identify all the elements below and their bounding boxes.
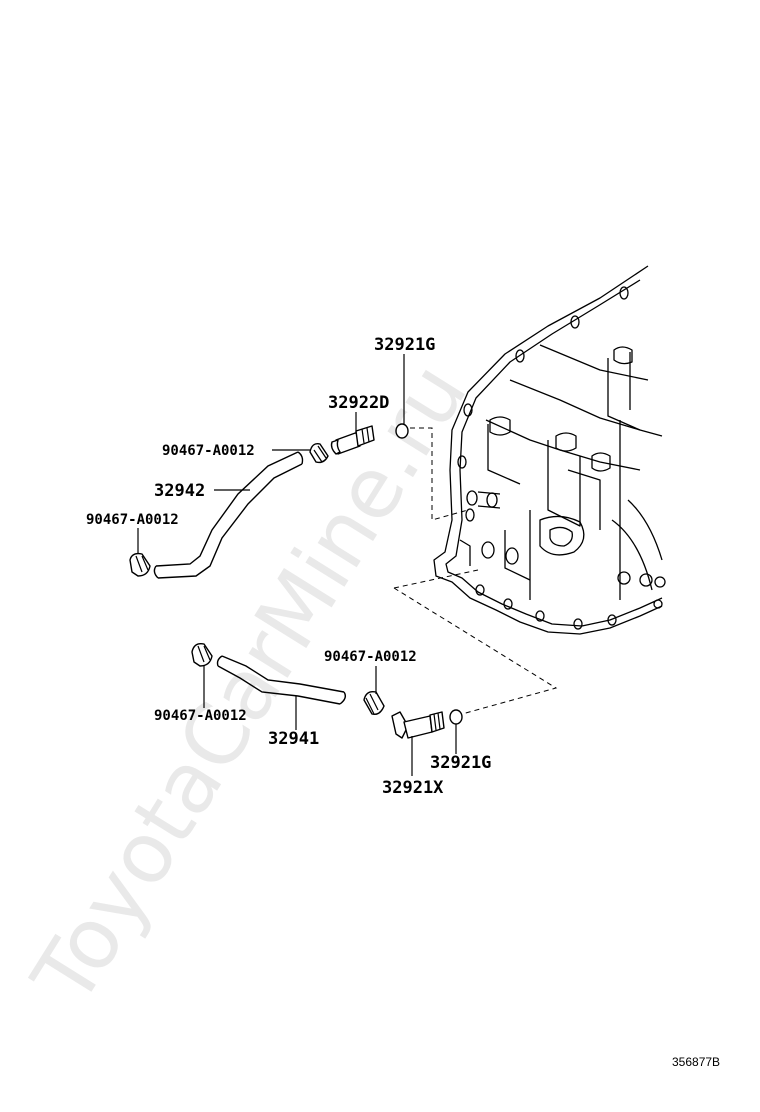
- label-90467-a0012-upper: 90467-A0012: [162, 443, 255, 459]
- union-32922d: [330, 425, 375, 455]
- label-32921g-bottom: 32921G: [430, 753, 491, 773]
- label-32922d: 32922D: [328, 393, 389, 413]
- upper-assembly: [129, 423, 409, 579]
- label-32921x: 32921X: [382, 778, 444, 798]
- label-32921g-top: 32921G: [374, 335, 435, 355]
- label-32941: 32941: [268, 729, 319, 749]
- o-ring-32921g-bottom: [449, 709, 463, 725]
- clamp-90467-lower-right: [363, 690, 385, 716]
- label-90467-a0012-left: 90467-A0012: [86, 512, 179, 528]
- clamp-90467-lower-left: [191, 642, 213, 667]
- label-leaders: [137, 354, 457, 776]
- hose-32941: [216, 655, 347, 705]
- lower-assembly: [191, 642, 463, 739]
- diagram-reference: 356877B: [672, 1055, 720, 1069]
- o-ring-32921g-top: [395, 423, 409, 439]
- label-90467-a0012-lower-left: 90467-A0012: [154, 708, 247, 724]
- label-90467-a0012-lower-right: 90467-A0012: [324, 649, 417, 665]
- transmission-case: [433, 265, 666, 635]
- union-32921x: [391, 711, 445, 739]
- clamp-90467-left: [129, 552, 151, 577]
- clamp-90467-upper: [309, 442, 329, 464]
- label-32942: 32942: [154, 481, 205, 501]
- hose-32942: [153, 451, 304, 579]
- dashed-leaders: [393, 427, 558, 715]
